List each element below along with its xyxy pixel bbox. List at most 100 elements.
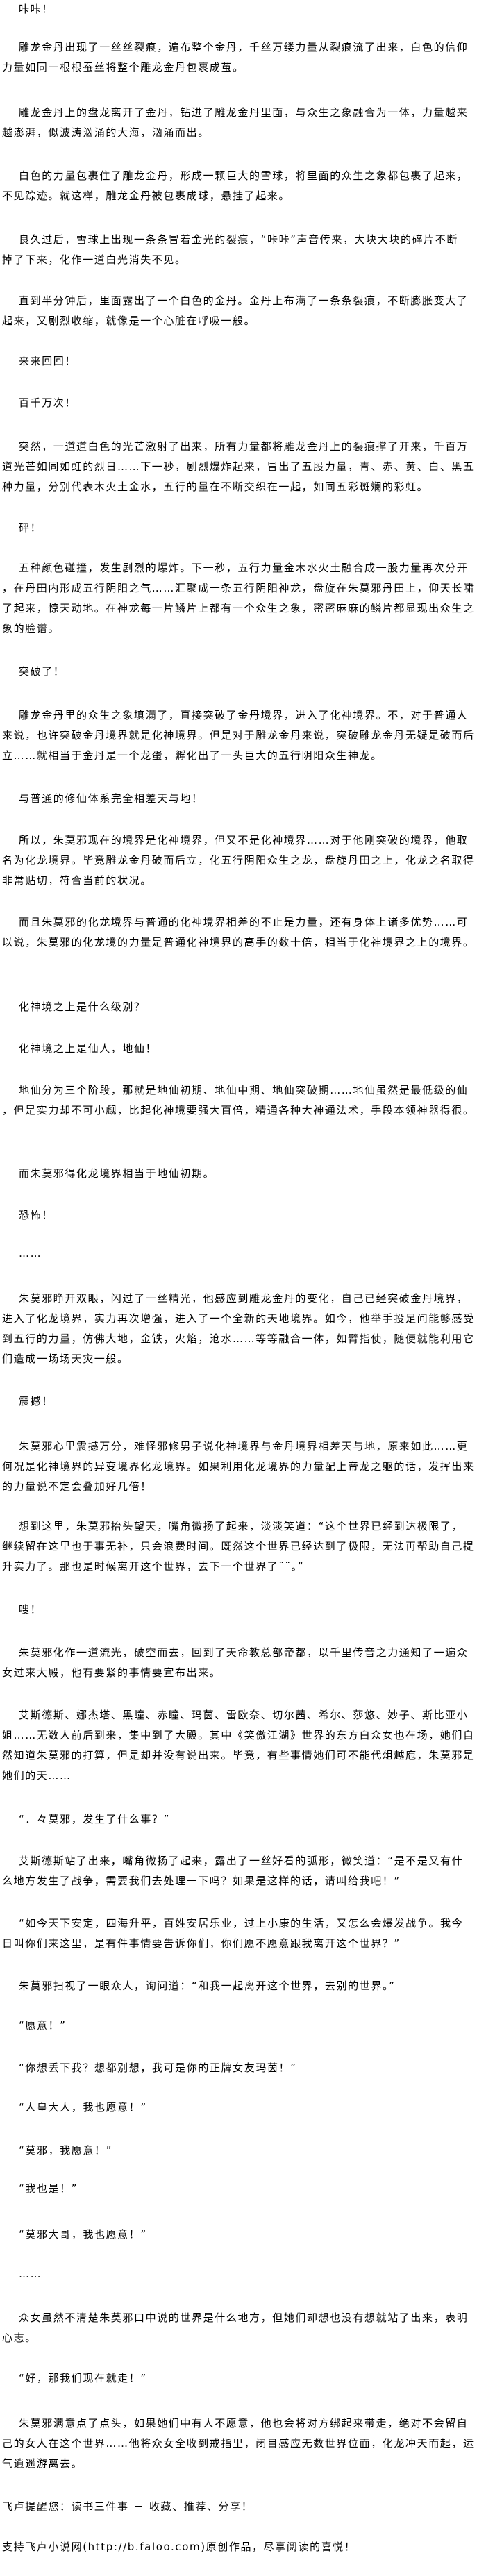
paragraph-line: 心志。: [2, 2332, 37, 2344]
paragraph-line: 地仙分为三个阶段，那就是地仙初期、地仙中期、地仙突破期……地仙虽然是最低级的仙: [19, 1084, 469, 1096]
paragraph-line: 掉了下来，化作一道白光消失不见。: [2, 253, 187, 266]
paragraph-line: 化神境之上是仙人，地仙！: [19, 1042, 158, 1055]
paragraph: 地仙分为三个阶段，那就是地仙初期、地仙中期、地仙突破期……地仙虽然是最低级的仙 ，…: [2, 1080, 486, 1121]
paragraph: “愿意！”: [2, 2016, 486, 2036]
paragraph: ……: [2, 2264, 486, 2284]
paragraph: 来来回回！: [2, 351, 486, 371]
paragraph-line: “好，那我们现在就走！”: [19, 2372, 147, 2384]
paragraph: 雕龙金丹里的众生之象填满了，直接突破了金丹境界，进入了化神境界。不，对于普通人来…: [2, 705, 486, 766]
paragraph: 百千万次！: [2, 393, 486, 413]
paragraph: 砰！: [2, 518, 486, 538]
paragraph-line: “我也是！”: [19, 2182, 78, 2195]
paragraph: 突破了！: [2, 662, 486, 682]
paragraph-line: 突然，一道道白色的光芒激射了出来，所有力量都将雕龙金丹上的裂痕撑了开来，千百万: [19, 440, 469, 453]
paragraph: 嗖！: [2, 1600, 486, 1620]
paragraph-line: 们造成一场场天灾一般。: [2, 1353, 129, 1365]
paragraph: 艾斯德斯站了出来，嘴角微扬了起来，露出了一丝好看的弧形，微笑道：“是不是又有什么…: [2, 1851, 486, 1891]
paragraph: 恐怖！: [2, 1205, 486, 1226]
paragraph-line: 进入了化龙境界，实力再次增强，进入了一个全新的天地境界。如今，他举手投足间能够感…: [2, 1312, 475, 1325]
paragraph-line: 道光芒如同如虹的烈日……下一秒，剧烈爆炸起来，冒出了五股力量，青、赤、黄、白、黑…: [2, 460, 475, 473]
paragraph-line: 气逍遥游离去。: [2, 2457, 83, 2470]
paragraph-line: 然知道朱莫邪的打算，但是却并没有说出来。毕竟，有些事情她们可不能代俎越庖，朱莫邪…: [2, 1749, 475, 1762]
paragraph-line: ，但是实力却不可小觑，比起化神境要强大百倍，精通各种大神通法术，手段本领神器得很…: [2, 1104, 475, 1116]
paragraph-line: “如今天下安定，四海升平，百姓安居乐业，过上小康的生活，又怎么会爆发战争。我今: [19, 1917, 464, 1930]
footer-reminder: 飞卢提醒您：读书三件事 － 收藏、推荐、分享！: [2, 2497, 486, 2517]
paragraph-line: 雕龙金丹里的众生之象填满了，直接突破了金丹境界，进入了化神境界。不，对于普通人: [19, 709, 469, 721]
paragraph-line: 恐怖！: [19, 1209, 53, 1221]
paragraph: 而朱莫邪得化龙境界相当于地仙初期。: [2, 1164, 486, 1184]
paragraph-line: 以说，朱莫邪的化龙境的力量是普通化神境界的高手的数十倍，相当于化神境界之上的境界…: [2, 936, 475, 948]
paragraph-line: 想到这里，朱莫邪抬头望天，嘴角微扬了起来，淡淡笑道：“这个世界已经到达极限了，: [19, 1520, 464, 1532]
paragraph-line: 到五行的力量，仿佛大地，金铁，火焰，沧水……等等融合一体，如臂指使，随便就能利用…: [2, 1332, 475, 1345]
paragraph-line: 己的女人在这个世界……他将众女全收到戒指里，闭目感应无数世界位面，化龙冲天而起，…: [2, 2437, 475, 2450]
paragraph-line: 起来，又剧烈收缩，就像是一个心脏在呼吸一般。: [2, 315, 256, 327]
paragraph: 朱莫邪化作一道流光，破空而去，回到了天命教总部帝都，以千里传音之力通知了一遍众女…: [2, 1643, 486, 1683]
paragraph-line: 直到半分钟后，里面露出了一个白色的金丹。金丹上布满了一条条裂痕，不断膨胀变大了: [19, 294, 469, 307]
paragraph-line: 她们的天……: [2, 1769, 72, 1782]
paragraph-line: ，在丹田内形成五行阴阳之气……汇聚成一条五行阴阳神龙，盘旋在朱莫邪丹田上，仰天长…: [2, 582, 475, 594]
paragraph: 朱莫邪睁开双眼，闪过了一丝精光，他感应到雕龙金丹的变化，自己已经突破金丹境界， 进…: [2, 1289, 486, 1369]
paragraph: 众女虽然不清楚朱莫邪口中说的世界是什么地方，但她们却想也没有想就站了出来，表明心…: [2, 2308, 486, 2348]
paragraph-line: 不见踪迹。就这样，雕龙金丹被包裹成球，悬挂了起来。: [2, 190, 291, 202]
paragraph-line: 朱莫邪满意点了点头，如果她们中有人不愿意，他也会将对方绑起来带走，绝对不会留自: [19, 2417, 469, 2429]
paragraph: 朱莫邪满意点了点头，如果她们中有人不愿意，他也会将对方绑起来带走，绝对不会留自己…: [2, 2414, 486, 2474]
paragraph: 直到半分钟后，里面露出了一个白色的金丹。金丹上布满了一条条裂痕，不断膨胀变大了起…: [2, 291, 486, 331]
paragraph-line: 雕龙金丹上的盘龙离开了金丹，钻进了雕龙金丹里面，与众生之象融合为一体，力量越来: [19, 106, 469, 119]
paragraph: 化神境之上是仙人，地仙！: [2, 1039, 486, 1059]
paragraph: 朱莫邪扫视了一眼众人，询问道：“和我一起离开这个世界，去别的世界。”: [2, 1976, 486, 1996]
paragraph-line: 种力量，分别代表木火土金水，五行的量在不断交织在一起，如同五彩斑斓的彩虹。: [2, 480, 429, 493]
paragraph-line: 而且朱莫邪的化龙境界与普通的化神境界相差的不止是力量，还有身体上诸多优势……可: [19, 916, 469, 928]
paragraph: “莫邪，我愿意！”: [2, 2141, 486, 2161]
paragraph-line: 白色的力量包裹住了雕龙金丹，形成一颗巨大的雪球，将里面的众生之象都包裹了起来，: [19, 169, 469, 182]
paragraph-line: “人皇大人，我也愿意！”: [19, 2101, 147, 2114]
paragraph-line: 震撼！: [19, 1395, 53, 1407]
paragraph-line: “莫邪，我愿意！”: [19, 2144, 112, 2157]
paragraph: 白色的力量包裹住了雕龙金丹，形成一颗巨大的雪球，将里面的众生之象都包裹了起来， 不…: [2, 166, 486, 206]
paragraph-line: ……: [19, 1247, 42, 1260]
paragraph: ……: [2, 1244, 486, 1264]
paragraph: 良久过后，雪球上出现一条条冒着金光的裂痕，“咔咔”声音传来，大块大块的碎片不断掉…: [2, 230, 486, 270]
paragraph-line: 继续留在这里也于事无补，只会浪费时间。既然这个世界已经达到了极限，无法再帮助自己…: [2, 1540, 475, 1553]
paragraph-line: 砰！: [19, 521, 42, 534]
paragraph-line: 众女虽然不清楚朱莫邪口中说的世界是什么地方，但她们却想也没有想就站了出来，表明: [19, 2311, 469, 2324]
paragraph: “．々莫邪，发生了什么事？”: [2, 1809, 486, 1830]
paragraph: 雕龙金丹上的盘龙离开了金丹，钻进了雕龙金丹里面，与众生之象融合为一体，力量越来越…: [2, 103, 486, 143]
paragraph-line: 艾斯德斯、娜杰塔、黑瞳、赤瞳、玛茵、雷欧奈、切尔茜、希尔、莎悠、妙子、斯比亚小: [19, 1709, 469, 1721]
paragraph-line: 日叫你们来这里，是有件事情要告诉你们，你们愿不愿意跟我离开这个世界？”: [2, 1937, 401, 1950]
paragraph-line: 升实力了。那也是时候离开这个世界，去下一个世界了¨¨。”: [2, 1560, 305, 1573]
paragraph-line: 朱莫邪睁开双眼，闪过了一丝精光，他感应到雕龙金丹的变化，自己已经突破金丹境界，: [19, 1292, 469, 1305]
paragraph-line: 五种颜色碰撞，发生剧烈的爆炸。下一秒，五行力量金木水火土融合成一股力量再次分开: [19, 562, 469, 574]
paragraph-line: 朱莫邪扫视了一眼众人，询问道：“和我一起离开这个世界，去别的世界。”: [19, 1980, 396, 1992]
paragraph: 所以，朱莫邪现在的境界是化神境界，但又不是化神境界……对于他刚突破的境界，他取名…: [2, 830, 486, 891]
paragraph-line: 力量如同一根根蚕丝将整个雕龙金丹包裹成茧。: [2, 61, 244, 74]
paragraph: 与普通的修仙体系完全相差天与地！: [2, 789, 486, 809]
paragraph: 而且朱莫邪的化龙境界与普通的化神境界相差的不止是力量，还有身体上诸多优势……可以…: [2, 912, 486, 953]
paragraph-line: 突破了！: [19, 665, 65, 678]
paragraph-line: 越澎湃，似波涛汹涌的大海，汹涌而出。: [2, 126, 210, 139]
paragraph-line: 象的脸谱。: [2, 622, 60, 635]
paragraph-line: 雕龙金丹出现了一丝丝裂痕，遍布整个金丹，千丝万缕力量从裂痕流了出来，白色的信仰: [19, 41, 469, 53]
footer-support-text: 支持飞卢小说网(http://b.faloo.com)原创作品，尽享阅读的喜悦！: [2, 2541, 356, 2553]
paragraph-line: 么地方发生了战争，需要我们去处理一下吗？如果是这样的话，请叫给我吧！”: [2, 1875, 401, 1887]
paragraph-line: 名为化龙境界。毕竟雕龙金丹破而后立，化五行阴阳众生之龙，盘旋丹田之上，化龙之名取…: [2, 854, 475, 867]
footer-support: 支持飞卢小说网(http://b.faloo.com)原创作品，尽享阅读的喜悦！: [2, 2537, 486, 2557]
paragraph-line: 女过来大殿，他有要紧的事情要宣布出来。: [2, 1666, 221, 1679]
paragraph: “好，那我们现在就走！”: [2, 2368, 486, 2389]
paragraph-line: 何况是化神境界的异变境界化龙境界。如果利用化龙境界的力量配上帝龙之躯的话，发挥出…: [2, 1460, 475, 1473]
paragraph: “人皇大人，我也愿意！”: [2, 2098, 486, 2118]
footer-reminder-text: 飞卢提醒您：读书三件事 － 收藏、推荐、分享！: [2, 2500, 253, 2513]
paragraph: “你想丢下我？想都别想，我可是你的正牌女友玛茵！”: [2, 2058, 486, 2078]
paragraph-line: 了起来，惊天动地。在神龙每一片鳞片上都有一个众生之象，密密麻麻的鳞片都显现出众生…: [2, 602, 475, 614]
paragraph: 咔咔！: [2, 0, 486, 19]
paragraph: 化神境之上是什么级别？: [2, 997, 486, 1017]
paragraph-line: ……: [19, 2268, 42, 2280]
paragraph-line: “．々莫邪，发生了什么事？”: [19, 1813, 170, 1825]
paragraph: 五种颜色碰撞，发生剧烈的爆炸。下一秒，五行力量金木水火土融合成一股力量再次分开 ，…: [2, 558, 486, 639]
paragraph-line: 姐……无数人前后到来，集中到了大殿。其中《笑傲江湖》世界的东方白众女也在场，她们…: [2, 1729, 475, 1741]
paragraph: 突然，一道道白色的光芒激射了出来，所有力量都将雕龙金丹上的裂痕撑了开来，千百万道…: [2, 437, 486, 497]
paragraph-line: 而朱莫邪得化龙境界相当于地仙初期。: [19, 1167, 215, 1180]
paragraph-line: 朱莫邪心里震撼万分，难怪邪修男子说化神境界与金丹境界相差天与地，原来如此……更: [19, 1440, 469, 1453]
paragraph-line: 良久过后，雪球上出现一条条冒着金光的裂痕，“咔咔”声音传来，大块大块的碎片不断: [19, 233, 458, 246]
paragraph-line: 所以，朱莫邪现在的境界是化神境界，但又不是化神境界……对于他刚突破的境界，他取: [19, 834, 469, 846]
paragraph-line: 非常贴切，符合当前的状况。: [2, 874, 152, 887]
